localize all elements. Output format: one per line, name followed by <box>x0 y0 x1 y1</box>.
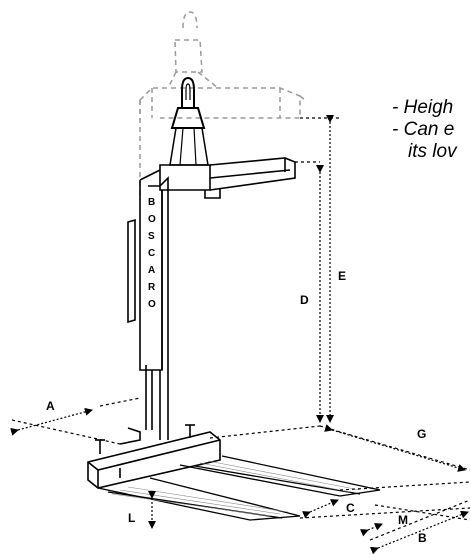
upper-fork <box>179 455 381 497</box>
fork-texture <box>111 460 361 517</box>
dimension-label-e: E <box>338 269 346 283</box>
bullet-note-3: its lov <box>408 141 457 162</box>
bullet-note-2: - Can e <box>392 119 455 140</box>
dimension-lines <box>10 115 469 554</box>
brand-letter: A <box>148 265 155 276</box>
dimension-label-l: L <box>128 511 135 525</box>
brand-letter: R <box>148 282 156 293</box>
bullet-note-1: - Heigh <box>392 97 454 118</box>
dimension-label-d: D <box>300 293 309 307</box>
brand-letter: O <box>148 214 156 225</box>
dimension-label-a: A <box>46 399 55 413</box>
dimension-label-m: M <box>398 513 408 527</box>
raised-position-outline <box>139 11 306 200</box>
brand-letter: B <box>148 197 155 208</box>
brand-letter: O <box>148 299 156 310</box>
brand-letter: S <box>148 231 155 242</box>
dimension-label-c: C <box>346 501 355 515</box>
brand-letter: C <box>148 248 155 259</box>
dimension-label-g: G <box>417 427 426 441</box>
vertical-column <box>127 169 169 440</box>
lifting-hook <box>169 76 209 166</box>
dimension-label-b: B <box>418 531 427 545</box>
